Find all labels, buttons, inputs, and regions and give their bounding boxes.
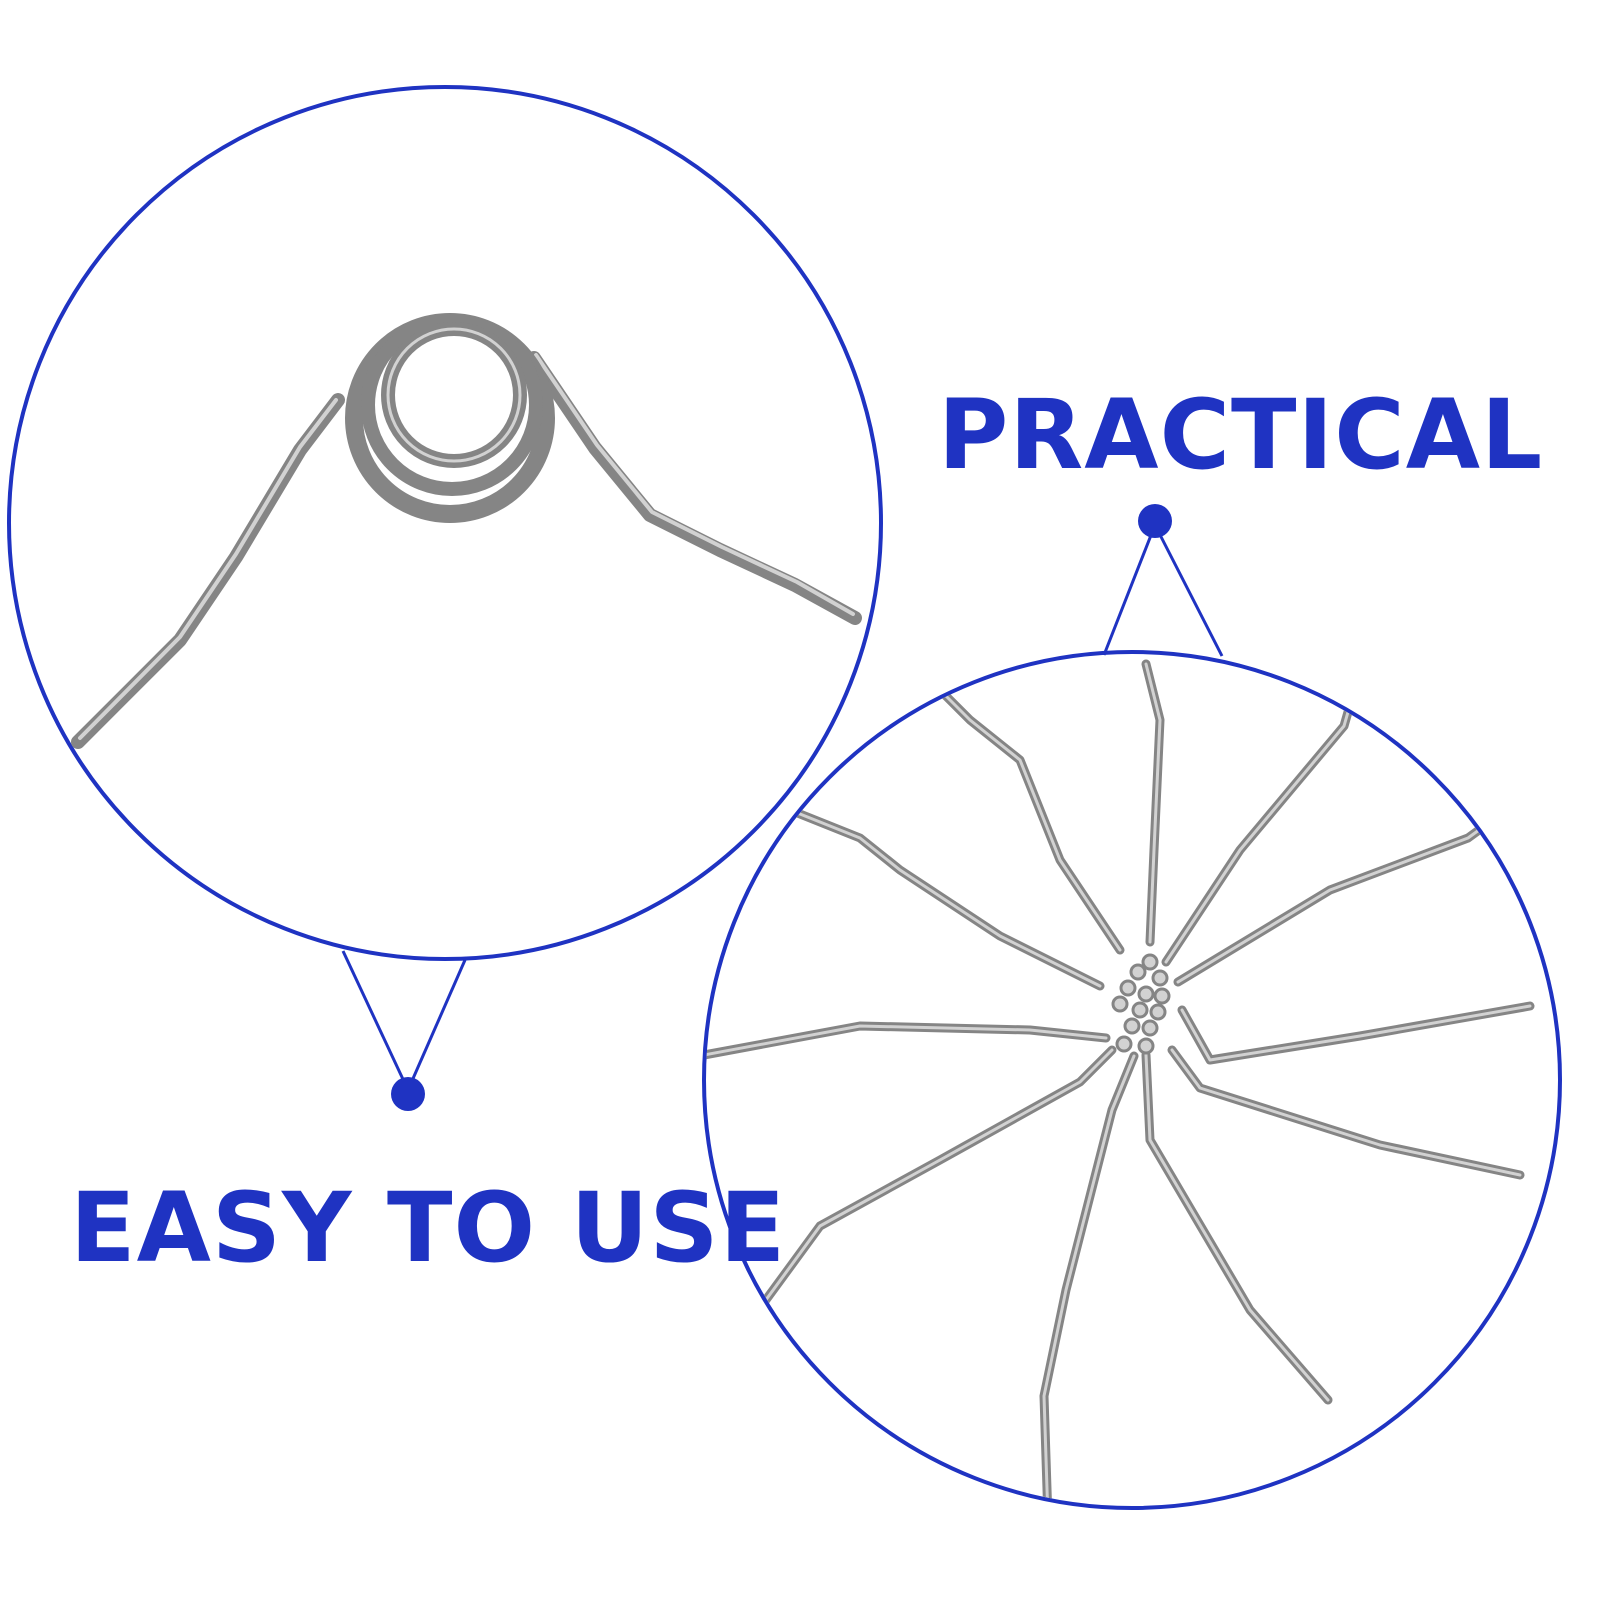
wire-end [1149,1003,1167,1021]
practical-connector-dot [1138,504,1172,538]
wire-end [1131,1001,1149,1019]
wire-end [1151,969,1169,987]
wire-end [1141,953,1159,971]
wire-end [1115,1035,1133,1053]
wire-end [1137,1037,1155,1055]
easy-callout-connector [341,950,467,1111]
wire-end [1153,987,1171,1005]
spring-coil-middle [361,314,543,496]
spring-coil-closeup [71,313,862,749]
wire-end [1123,1017,1141,1035]
wire-arm-highlight [1180,1004,1532,1062]
wire-arm-highlight [788,808,1102,988]
wire-end [1111,995,1129,1013]
right-circle-outline [702,650,1562,1510]
left-detail-circle [7,85,883,961]
easy-connector-left-line [341,950,410,1091]
wire-end [1129,963,1147,981]
easy-connector-dot [391,1077,425,1111]
spring-coil-highlight [386,327,522,463]
wire-arm-highlight [1042,1054,1136,1506]
spring-right-leg-highlight [534,353,855,616]
spring-left-leg-highlight [78,398,338,740]
wire-arm-highlight [758,1048,1114,1310]
right-detail-circle [702,650,1562,1510]
wire-arm-highlight [1164,703,1352,964]
wire-arm-highlight [706,1024,1108,1057]
easy-connector-right-line [406,959,467,1091]
practical-callout-connector [1102,504,1224,657]
wire-spring-cluster [706,659,1535,1506]
practical-caption: PRACTICAL [938,379,1544,491]
wire-end [1119,979,1137,997]
practical-connector-left-line [1102,524,1157,656]
wire-arm-highlight [1144,1053,1330,1402]
wire-arm-highlight [938,688,1122,952]
wire-arm-highlight [1144,662,1162,944]
spring-right-leg [527,351,862,625]
wire-end [1141,1019,1159,1037]
wire-arm-highlight [1170,1048,1522,1177]
practical-connector-right-line [1153,524,1224,657]
wire-end [1137,985,1155,1003]
easy-to-use-caption: EASY TO USE [70,1172,787,1284]
left-circle-outline [7,85,883,961]
